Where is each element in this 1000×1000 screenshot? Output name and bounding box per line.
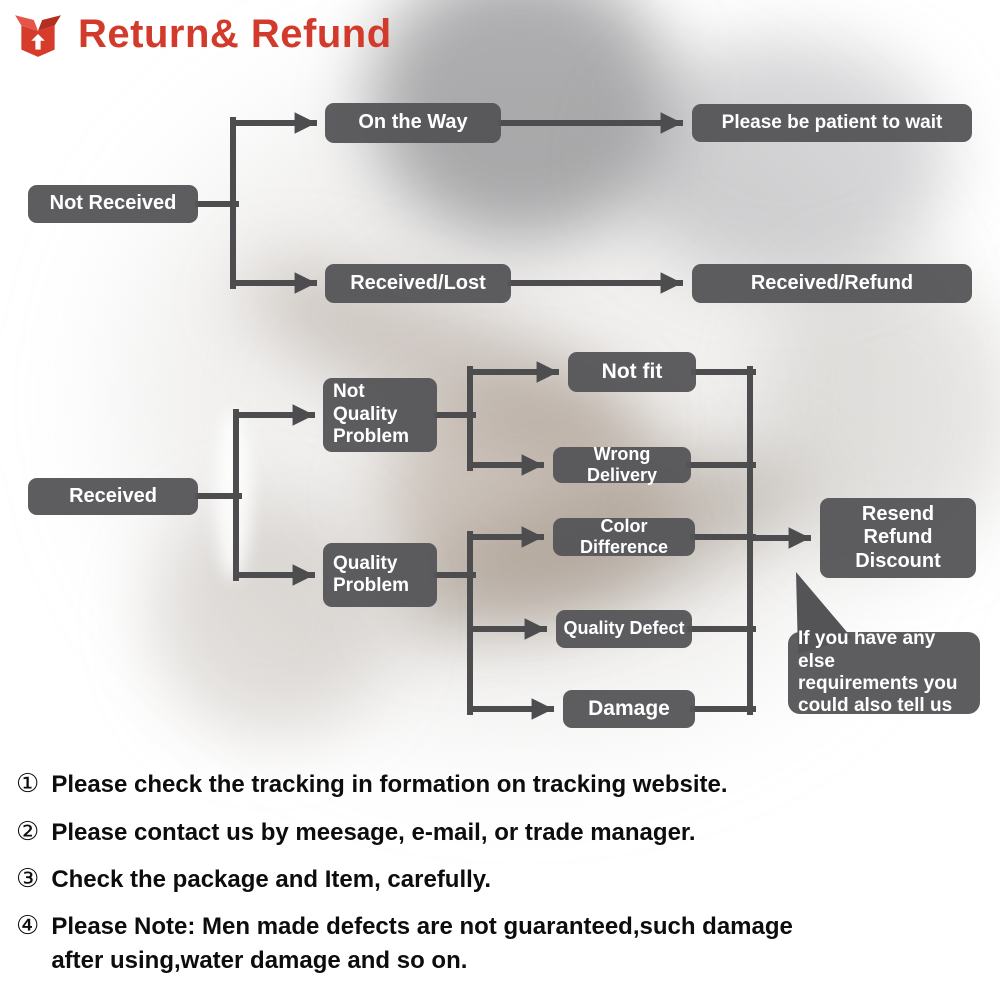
note-3: ③ Check the package and Item, carefully. xyxy=(16,863,491,897)
node-received: Received xyxy=(28,478,198,515)
node-not-quality-problem: Not Quality Problem xyxy=(323,378,437,452)
note-4-text: Please Note: Men made defects are not gu… xyxy=(51,913,793,974)
node-wrong-delivery: Wrong Delivery xyxy=(553,444,691,485)
note-1-text: Please check the tracking in formation o… xyxy=(51,771,728,798)
node-color-difference: Color Difference xyxy=(553,516,695,557)
page-title: Return& Refund xyxy=(78,11,392,56)
node-not-received: Not Received xyxy=(28,185,198,223)
node-quality-defect: Quality Defect xyxy=(556,610,692,648)
note-2-text: Please contact us by meesage, e-mail, or… xyxy=(51,819,696,846)
node-quality-problem: Quality Problem xyxy=(323,543,437,607)
note-2-number: ② xyxy=(16,817,40,847)
package-icon xyxy=(15,15,61,57)
node-resolution: Resend Refund Discount xyxy=(820,498,976,578)
note-1-number: ① xyxy=(16,769,40,799)
node-received-refund: Received/Refund xyxy=(692,264,972,303)
node-damage: Damage xyxy=(563,690,695,728)
speech-bubble: If you have any else requirements you co… xyxy=(788,628,980,716)
note-4: ④ Please Note: Men made defects are not … xyxy=(16,910,793,977)
node-not-fit: Not fit xyxy=(568,352,696,392)
note-1: ① Please check the tracking in formation… xyxy=(16,768,728,802)
node-received-lost: Received/Lost xyxy=(325,264,511,303)
note-2: ② Please contact us by meesage, e-mail, … xyxy=(16,816,696,850)
header: Return& Refund xyxy=(12,8,392,60)
note-3-text: Check the package and Item, carefully. xyxy=(51,866,492,893)
note-3-number: ③ xyxy=(16,864,40,894)
node-on-the-way: On the Way xyxy=(325,103,501,143)
node-please-wait: Please be patient to wait xyxy=(692,104,972,142)
note-4-number: ④ xyxy=(16,911,40,941)
